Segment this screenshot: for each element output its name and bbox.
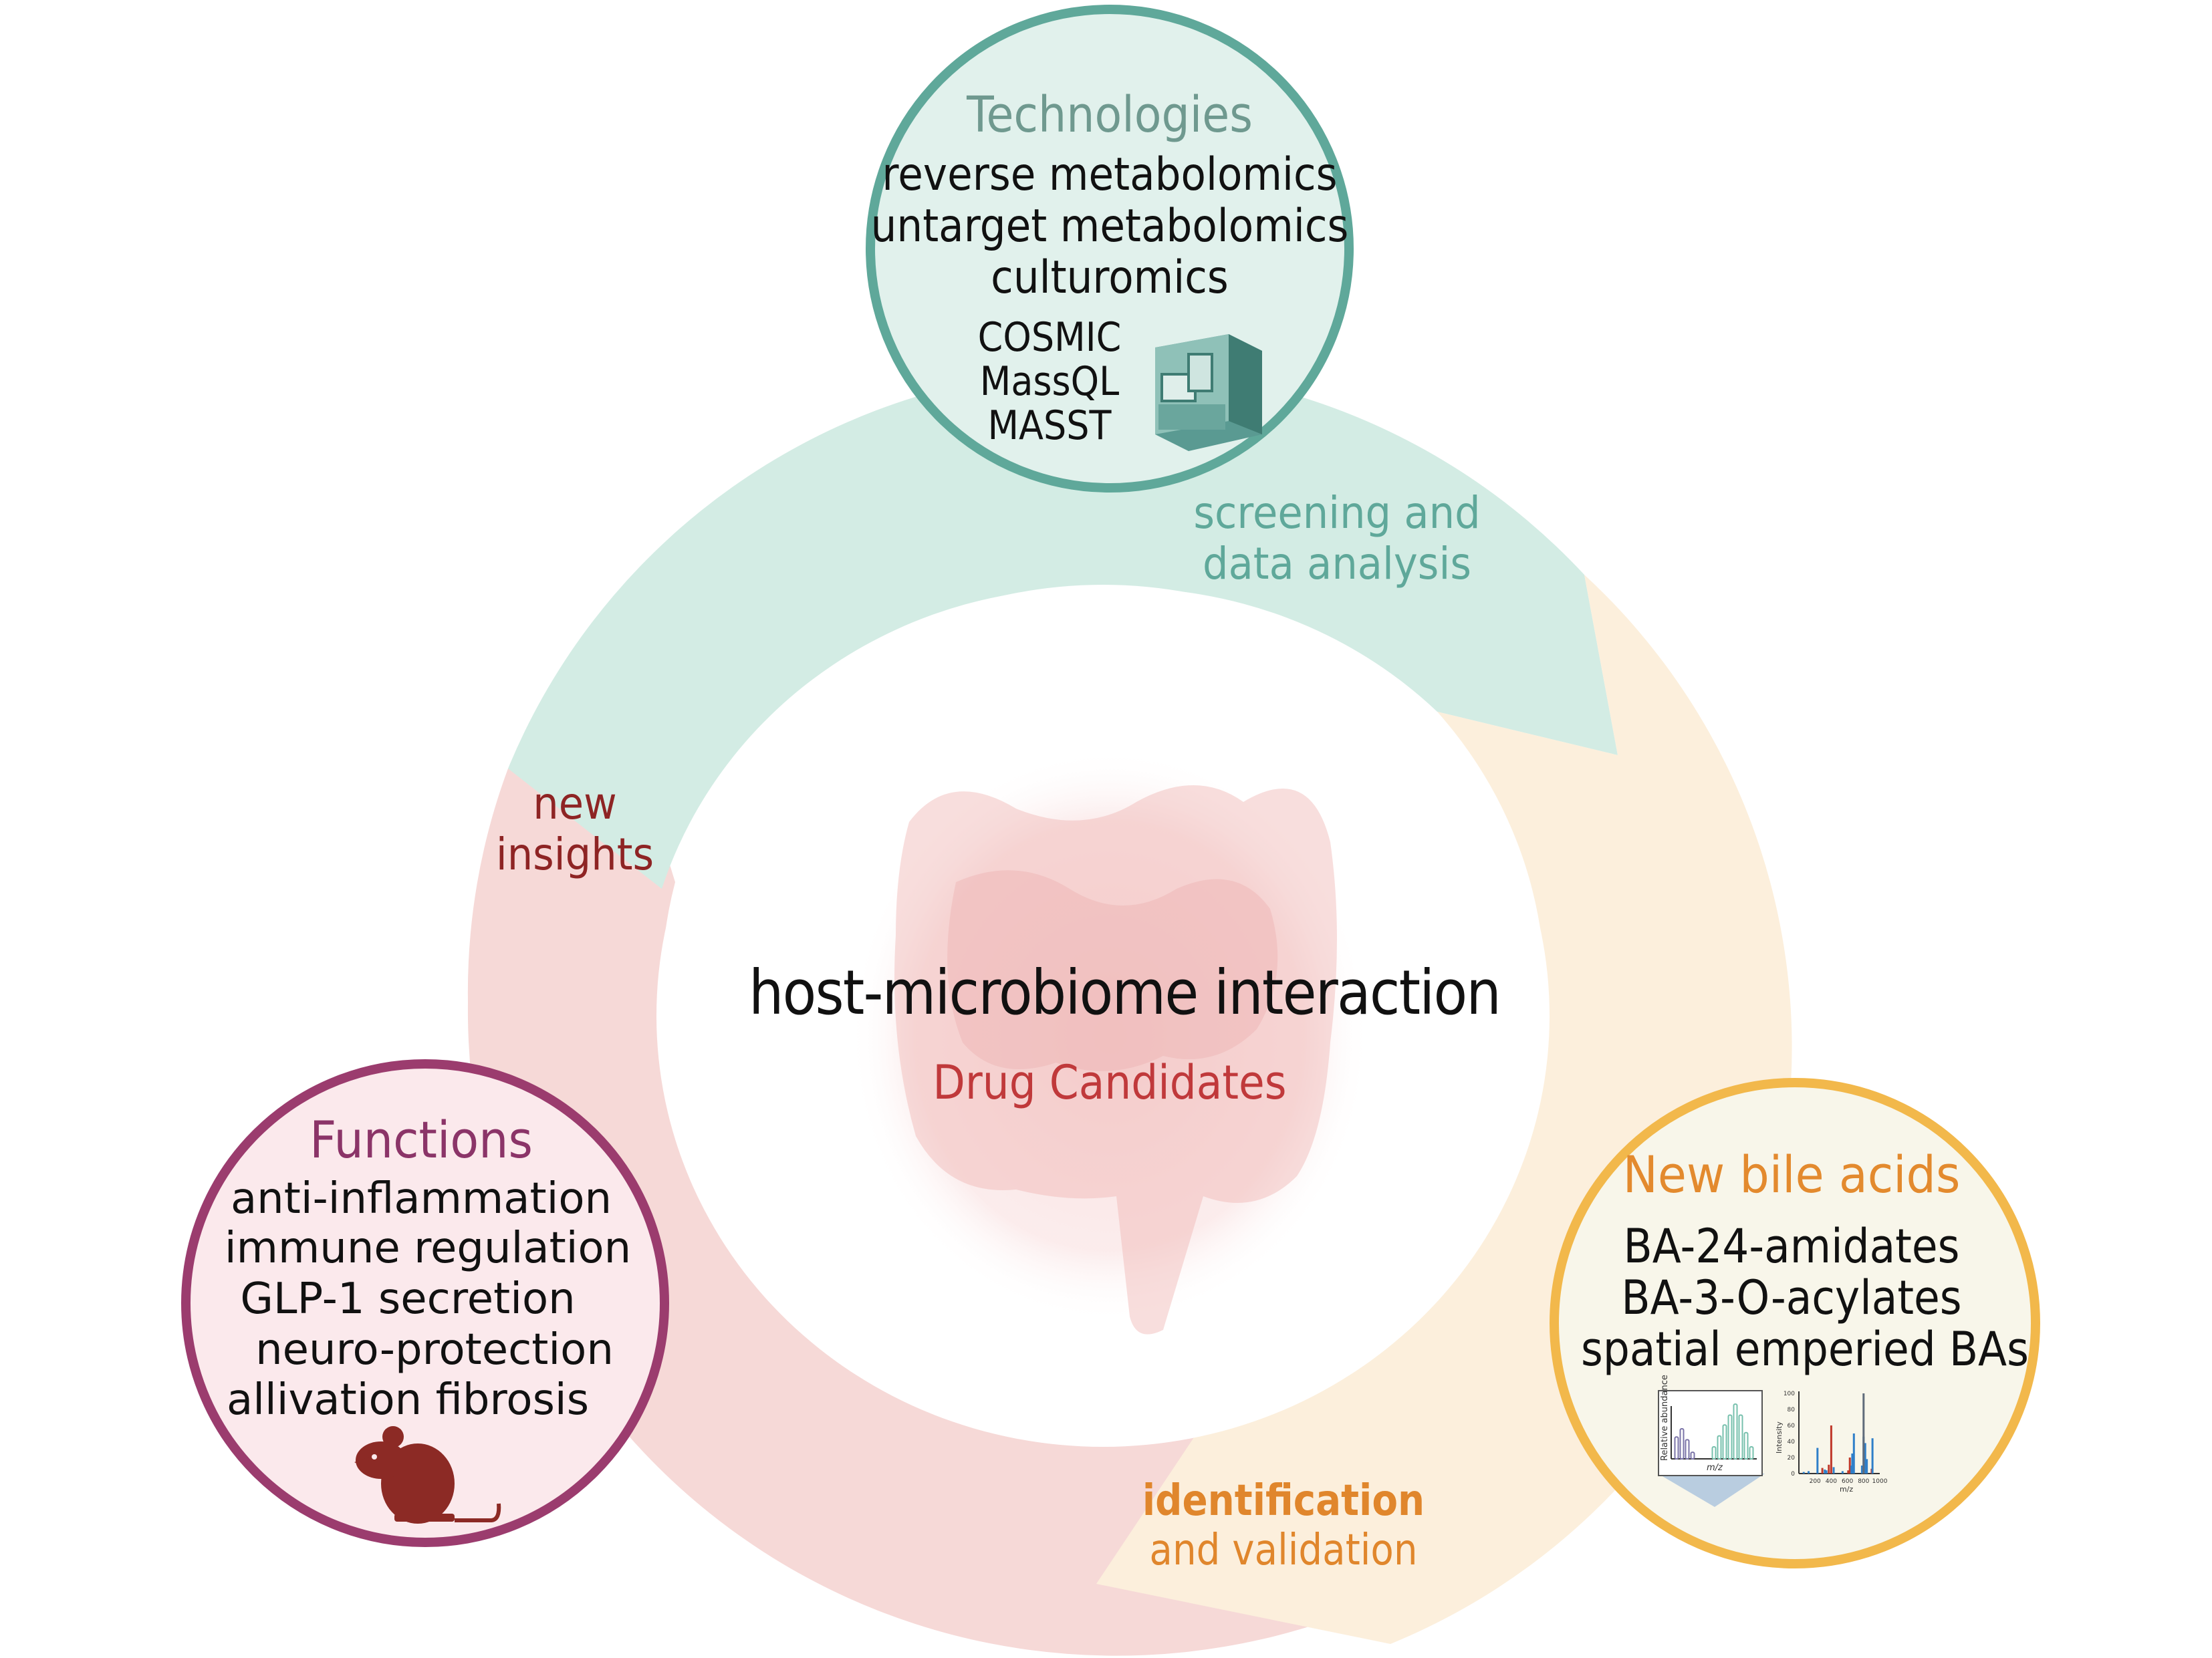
chart1-peak — [1685, 1439, 1690, 1460]
bile-acids-title: New bile acids — [1622, 1145, 1961, 1204]
function-item: anti-inflammation — [230, 1174, 612, 1224]
chart2-peak — [1862, 1393, 1865, 1474]
chart2-ytick: 0 — [1791, 1471, 1795, 1478]
chart1-peak — [1749, 1446, 1754, 1460]
technologies-title: Technologies — [967, 86, 1253, 144]
technology-tool: COSMIC — [977, 314, 1122, 361]
technology-method: culturomics — [991, 251, 1229, 304]
chart2-peak — [1832, 1467, 1835, 1474]
chart2-peak — [1847, 1470, 1850, 1474]
chart2-peak — [1825, 1470, 1828, 1474]
screening-label-line: data analysis — [1203, 537, 1471, 589]
chart2-xtick: 800 — [1858, 1478, 1869, 1485]
intestine-illustration — [849, 748, 1370, 1335]
chart2-ytick: 60 — [1788, 1423, 1796, 1429]
insights-label-line: insights — [495, 828, 654, 880]
chart1-ylabel: Relative abundance — [1660, 1375, 1670, 1461]
chart2-ylabel: Intensity — [1775, 1421, 1784, 1454]
chart2-xlabel: m/z — [1840, 1485, 1853, 1494]
chart2-peak — [1860, 1466, 1863, 1474]
chart2-peak — [1841, 1471, 1844, 1474]
identification-label: identification and validation — [1119, 1476, 1449, 1575]
chart2-peak — [1828, 1464, 1830, 1474]
screening-label-line: screening and — [1193, 487, 1481, 539]
chart1-peak — [1738, 1414, 1743, 1460]
bile-acid-item: BA-24-amidates — [1623, 1219, 1960, 1274]
chart1-peak — [1711, 1446, 1717, 1460]
function-item: immune regulation — [224, 1224, 632, 1273]
technology-method: untarget metabolomics — [870, 200, 1349, 253]
chart2-peak — [1808, 1471, 1810, 1474]
functions-title: Functions — [310, 1110, 533, 1169]
chart2-peak — [1864, 1443, 1866, 1474]
chart2-ytick: 40 — [1788, 1439, 1796, 1445]
mass-spectrometer-icon — [1155, 334, 1262, 451]
chart2-peak — [1852, 1433, 1855, 1474]
chart2-xtick: 200 — [1810, 1478, 1821, 1485]
chart2-peak — [1851, 1454, 1854, 1474]
function-item: neuro-protection — [255, 1325, 614, 1375]
mouse-icon — [354, 1426, 501, 1524]
chart2-peak — [1816, 1447, 1819, 1474]
function-item: allivation fibrosis — [226, 1375, 590, 1425]
chart1-peak — [1690, 1452, 1695, 1460]
chart2-peak — [1848, 1458, 1851, 1474]
insights-label-line: new — [533, 778, 617, 829]
relative-abundance-chart: Relative abundance m/z — [1658, 1375, 1765, 1507]
screening-label: screening and data analysis — [1164, 488, 1509, 589]
ring-segment-screening — [508, 368, 1618, 889]
chart2-ytick: 80 — [1788, 1407, 1796, 1413]
chart1-peak — [1722, 1424, 1727, 1460]
technology-tool: MASST — [987, 402, 1112, 449]
technology-method: reverse metabolomics — [882, 148, 1338, 201]
chart2-peak — [1802, 1472, 1805, 1474]
chart2-peak — [1821, 1468, 1824, 1474]
chart2-xtick: 600 — [1842, 1478, 1853, 1485]
drug-candidates-label: Drug Candidates — [933, 1055, 1287, 1110]
chart2-xtick: 1000 — [1872, 1478, 1888, 1485]
chart1-peak — [1679, 1428, 1685, 1460]
bile-acid-item: spatial emperied BAs — [1581, 1322, 2029, 1377]
identification-label-line: identification — [1142, 1476, 1425, 1526]
function-item: GLP-1 secretion — [240, 1274, 576, 1324]
chart2-peak — [1824, 1470, 1826, 1474]
center-title: host-microbiome interaction — [749, 957, 1501, 1028]
chart2-peak — [1871, 1438, 1874, 1474]
identification-label-line: and validation — [1149, 1525, 1418, 1575]
chart1-peak — [1733, 1403, 1738, 1460]
chart1-peak — [1674, 1436, 1679, 1460]
chart2-ytick: 100 — [1784, 1391, 1795, 1397]
chart1-xlabel: m/z — [1707, 1463, 1723, 1473]
technology-tool: MassQL — [979, 358, 1120, 405]
chart2-peak — [1866, 1459, 1868, 1474]
chart1-peak — [1743, 1431, 1749, 1460]
bile-acid-item: BA-3-O-acylates — [1621, 1270, 1962, 1325]
chart2-peak — [1830, 1425, 1832, 1474]
chart1-peak — [1717, 1435, 1722, 1460]
chart1-peak — [1727, 1414, 1733, 1460]
chart-pointer — [1658, 1474, 1765, 1507]
insights-label: new insights — [477, 779, 673, 880]
functions-circle — [181, 1059, 669, 1547]
chart2-xtick: 400 — [1826, 1478, 1837, 1485]
chart2-ytick: 20 — [1788, 1455, 1796, 1462]
